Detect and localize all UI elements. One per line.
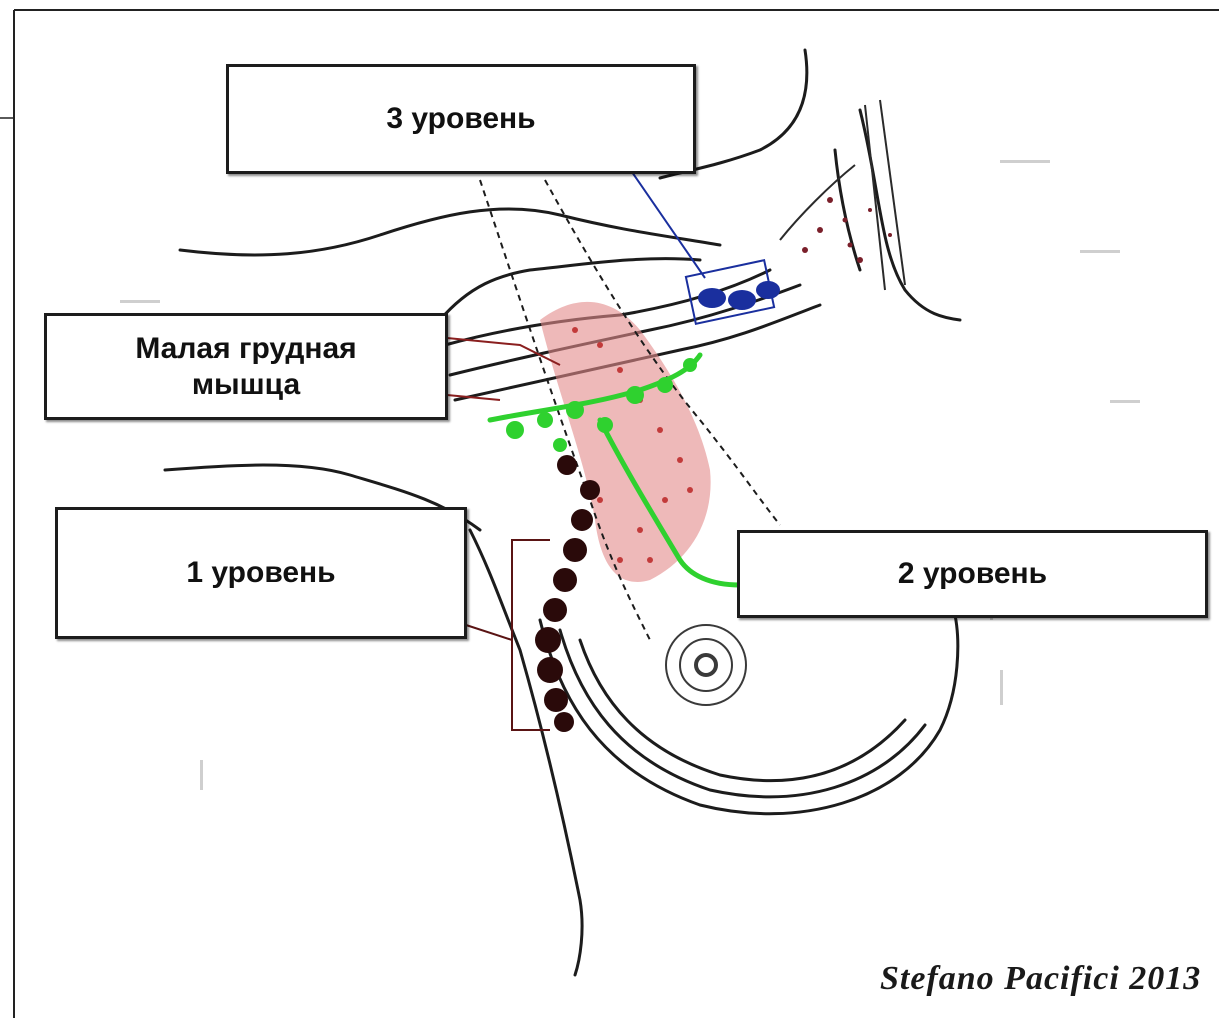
neck-outline: [660, 50, 960, 320]
level2-label: 2 уровень: [737, 530, 1208, 618]
pectoralis-minor-label: Малая грудная мышца: [44, 313, 448, 420]
level1-label-text: 1 уровень: [186, 556, 335, 590]
author-signature: Stefano Pacifici 2013: [880, 960, 1201, 998]
pectoralis-minor-label-text: Малая грудная мышца: [135, 331, 356, 403]
level3-label-text: 3 уровень: [386, 102, 535, 136]
nipple: [666, 625, 746, 705]
level1-label: 1 уровень: [55, 507, 467, 639]
level2-label-text: 2 уровень: [898, 557, 1047, 591]
level3-label: 3 уровень: [226, 64, 696, 174]
level1-node-chain: [535, 455, 600, 732]
